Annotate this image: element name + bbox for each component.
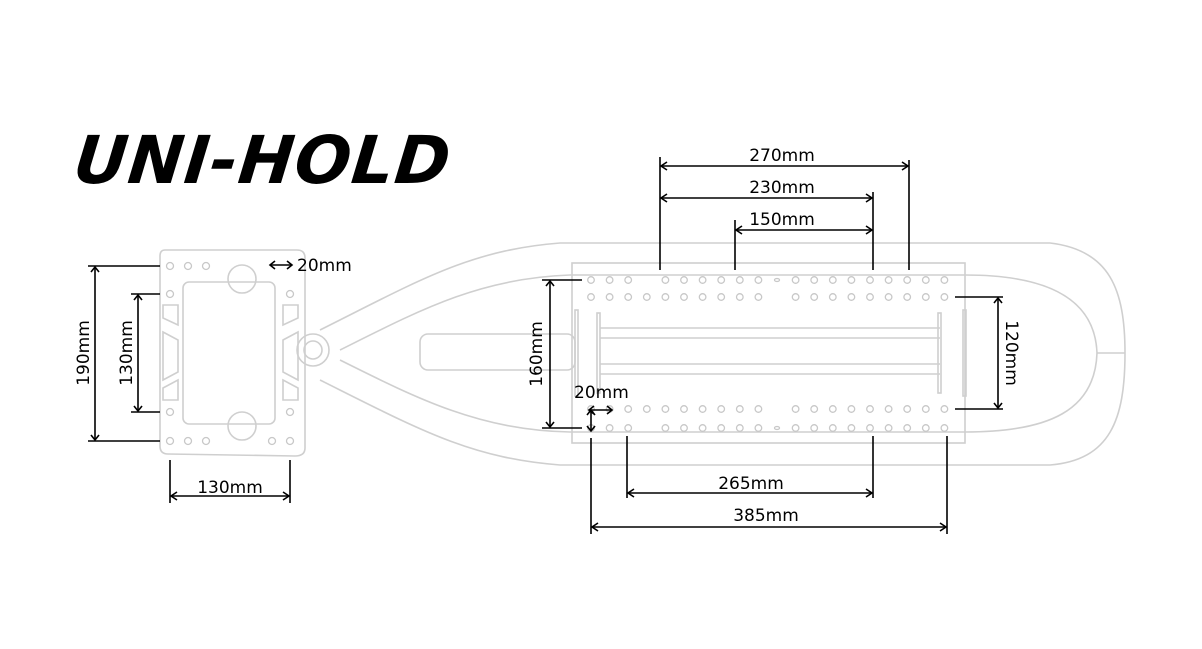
label-height-160: 160mm bbox=[527, 321, 547, 387]
label-hole-pitch-left: 20mm bbox=[297, 256, 352, 276]
label-height-120: 120mm bbox=[1001, 320, 1021, 386]
right-plate-dimensions bbox=[542, 157, 1003, 534]
label-hole-pitch-right: 20mm bbox=[574, 383, 629, 403]
right-rail-plate bbox=[571, 262, 967, 444]
label-span-230: 230mm bbox=[749, 178, 815, 198]
label-height-190: 190mm bbox=[74, 320, 94, 386]
label-span-265: 265mm bbox=[718, 474, 784, 494]
left-plate-dimensions bbox=[88, 260, 294, 503]
label-span-385: 385mm bbox=[733, 506, 799, 526]
left-mounting-plate bbox=[159, 249, 306, 457]
label-width-130: 130mm bbox=[197, 478, 263, 498]
label-height-130: 130mm bbox=[117, 320, 137, 386]
label-span-270: 270mm bbox=[749, 146, 815, 166]
frame-arms bbox=[296, 242, 1126, 466]
label-span-150: 150mm bbox=[749, 210, 815, 230]
